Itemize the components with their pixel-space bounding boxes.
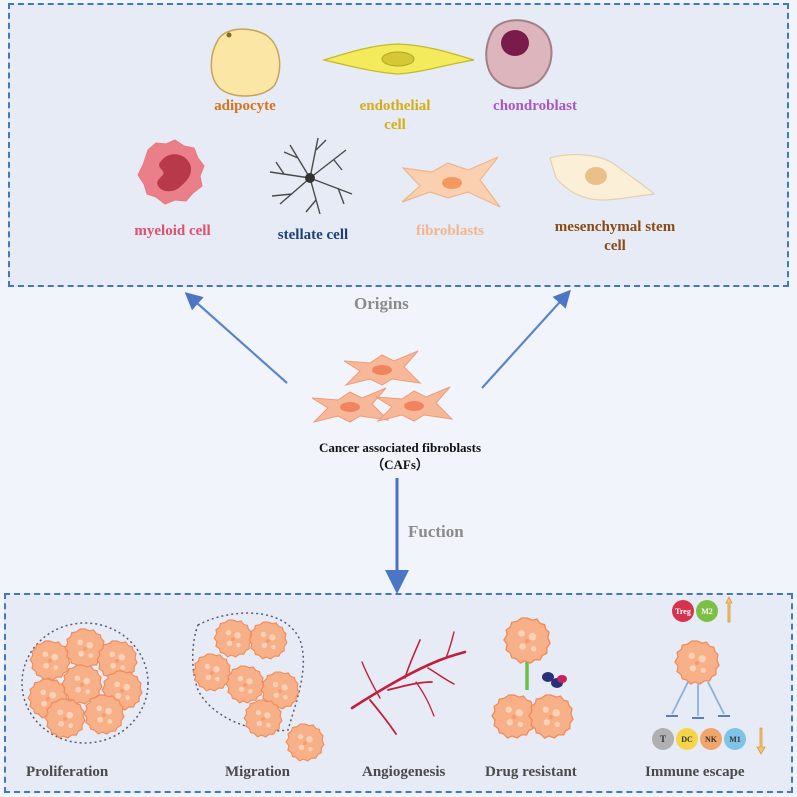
cafs-title: Cancer associated fibroblasts （CAFs） bbox=[260, 439, 540, 473]
msc-illustration bbox=[549, 154, 656, 201]
cafs-title-line1: Cancer associated fibroblasts bbox=[318, 440, 482, 455]
adipocyte-label: adipocyte bbox=[214, 98, 276, 114]
endothelial-label: endothelial cell bbox=[340, 97, 450, 135]
nk-badge: NK bbox=[705, 735, 718, 744]
myeloid-illustration bbox=[137, 139, 205, 205]
dc-badge: DC bbox=[681, 735, 693, 744]
origin-arrow-left bbox=[184, 292, 288, 384]
fibroblast-illustration bbox=[401, 156, 501, 208]
m2-badge: M2 bbox=[701, 607, 713, 616]
chondroblast-illustration bbox=[485, 19, 553, 90]
immune-escape-illustration bbox=[652, 596, 766, 755]
proliferation-label: Proliferation bbox=[26, 764, 109, 780]
origins-title: Origins bbox=[354, 294, 409, 313]
drug-resistant-label: Drug resistant bbox=[485, 764, 577, 780]
origin-arrow-right bbox=[481, 289, 571, 389]
t-badge: T bbox=[660, 734, 666, 744]
chondroblast-label: chondroblast bbox=[493, 98, 577, 114]
msc-label: mesenchymal stem cell bbox=[530, 218, 700, 256]
endothelial-illustration bbox=[321, 43, 475, 75]
treg-circle bbox=[672, 600, 694, 622]
cafs-title-line2: （CAFs） bbox=[371, 457, 429, 472]
caf-cluster-illustration bbox=[311, 350, 453, 423]
stellate-illustration bbox=[269, 137, 353, 215]
adipocyte-illustration bbox=[210, 28, 281, 97]
myeloid-label: myeloid cell bbox=[134, 223, 211, 239]
m1-circle bbox=[724, 728, 746, 750]
t-circle bbox=[652, 728, 674, 750]
nk-circle bbox=[700, 728, 722, 750]
msc-label-line1: mesenchymal stem bbox=[554, 219, 676, 235]
angiogenesis-label: Angiogenesis bbox=[362, 764, 446, 780]
fibroblasts-label: fibroblasts bbox=[415, 223, 485, 239]
stellate-label: stellate cell bbox=[277, 227, 349, 243]
endothelial-label-line2: cell bbox=[384, 117, 406, 133]
m2-circle bbox=[696, 600, 718, 622]
angiogenesis-illustration bbox=[350, 631, 467, 735]
endothelial-label-line1: endothelial bbox=[359, 98, 431, 114]
dc-circle bbox=[676, 728, 698, 750]
msc-label-line2: cell bbox=[604, 238, 626, 254]
function-title: Fuction bbox=[408, 522, 464, 541]
proliferation-illustration bbox=[21, 622, 149, 744]
immune-escape-label: Immune escape bbox=[645, 764, 745, 780]
migration-label: Migration bbox=[225, 764, 290, 780]
m1-badge: M1 bbox=[729, 735, 741, 744]
treg-badge: Treg bbox=[675, 607, 691, 616]
migration-illustration bbox=[191, 612, 325, 762]
drug-resistant-illustration bbox=[491, 617, 574, 739]
